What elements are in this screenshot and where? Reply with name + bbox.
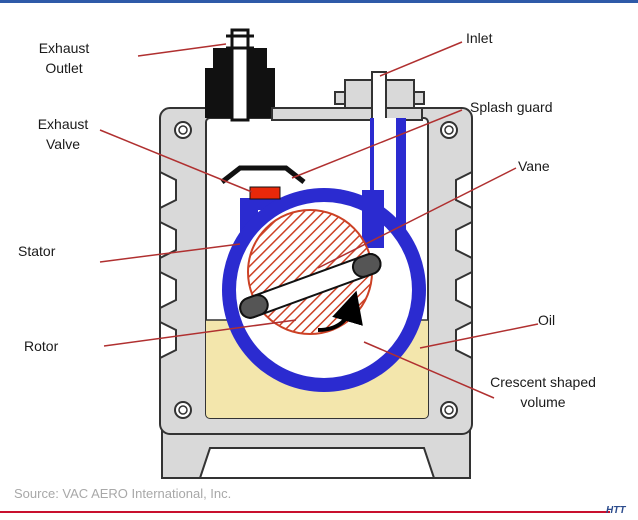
label-stator: Stator [18, 243, 56, 259]
label-crescent-volume: Crescent shaped volume [472, 372, 614, 412]
label-crescent-line1: Crescent shaped [490, 374, 596, 390]
pump-base [161, 429, 471, 479]
inlet-fitting [271, 71, 425, 121]
label-vane: Vane [518, 158, 550, 174]
label-splash-guard: Splash guard [470, 99, 553, 115]
label-inlet: Inlet [466, 30, 493, 46]
exhaust-valve [249, 186, 281, 200]
source-caption: Source: VAC AERO International, Inc. [14, 486, 232, 501]
label-exhaust-valve-line2: Valve [46, 136, 80, 152]
splash-guard [220, 165, 306, 184]
bottom-rule [0, 511, 610, 513]
exhaust-outlet-fitting [205, 28, 275, 122]
label-exhaust-valve-line1: Exhaust [37, 116, 89, 132]
top-rule [0, 0, 638, 3]
label-exhaust-outlet-line1: Exhaust [38, 40, 90, 56]
label-crescent-line2: volume [520, 394, 566, 410]
leader-lines [99, 41, 539, 399]
label-rotor: Rotor [24, 338, 59, 354]
rotation-arrow-icon [317, 290, 363, 332]
label-exhaust-outlet: Exhaust Outlet [28, 38, 100, 78]
brand-logo: HTT [606, 505, 626, 516]
label-exhaust-outlet-line2: Outlet [45, 60, 83, 76]
label-exhaust-valve: Exhaust Valve [30, 114, 96, 154]
vane [239, 253, 382, 319]
label-oil: Oil [538, 312, 556, 328]
